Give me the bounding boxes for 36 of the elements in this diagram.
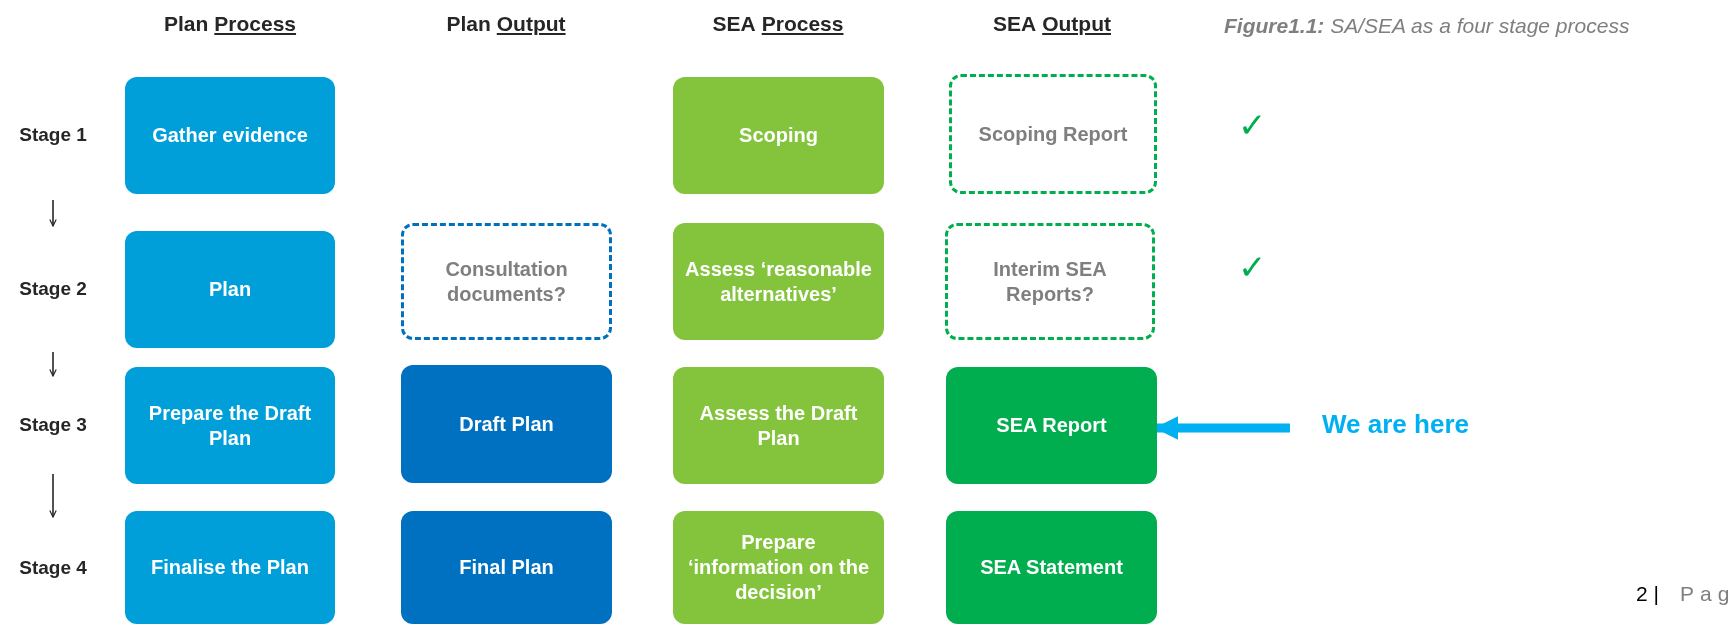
column-header: Process <box>214 11 297 37</box>
optional-output-box: Consultation documents? <box>401 223 612 340</box>
process-box: Gather evidence <box>125 77 335 194</box>
process-box: Assess the Draft Plan <box>673 367 884 484</box>
column-header: Output <box>496 11 566 37</box>
output-box: SEA Report <box>946 367 1157 484</box>
stage-label: Stage 4 <box>8 517 98 619</box>
process-box: Assess ‘reasonable alternatives’ <box>673 223 884 340</box>
arrow <box>49 199 57 227</box>
stage-label: Stage 2 <box>8 226 98 352</box>
output-box: Final Plan <box>401 511 612 624</box>
column-header: Plan <box>163 11 209 37</box>
stage-label: Stage 1 <box>8 70 98 200</box>
check-mark: ✓ <box>1238 108 1266 142</box>
optional-output-box: Scoping Report <box>949 74 1157 194</box>
column-header: Output <box>1042 11 1111 37</box>
column-header: SEA <box>712 11 756 37</box>
process-box: Prepare ‘information on the decision’ <box>673 511 884 624</box>
process-box: Plan <box>125 231 335 348</box>
optional-output-box: Interim SEA Reports? <box>945 223 1155 340</box>
column-header: Plan <box>446 11 491 37</box>
check-mark: ✓ <box>1238 250 1266 284</box>
figure-caption: Figure1.1: SA/SEA as a four stage process <box>1224 13 1630 39</box>
output-box: SEA Statement <box>946 511 1157 624</box>
arrow <box>49 351 57 377</box>
process-box: Prepare the Draft Plan <box>125 367 335 484</box>
process-box: Finalise the Plan <box>125 511 335 624</box>
column-header: Process <box>761 11 844 37</box>
page-label: Pag <box>1680 581 1731 607</box>
page-number: 2 | <box>1636 581 1659 607</box>
column-header: SEA <box>993 11 1037 37</box>
pointer-label: We are here <box>1290 408 1490 448</box>
output-box: Draft Plan <box>401 365 612 483</box>
stage-label: Stage 3 <box>8 376 98 474</box>
process-box: Scoping <box>673 77 884 194</box>
arrow <box>49 473 57 518</box>
